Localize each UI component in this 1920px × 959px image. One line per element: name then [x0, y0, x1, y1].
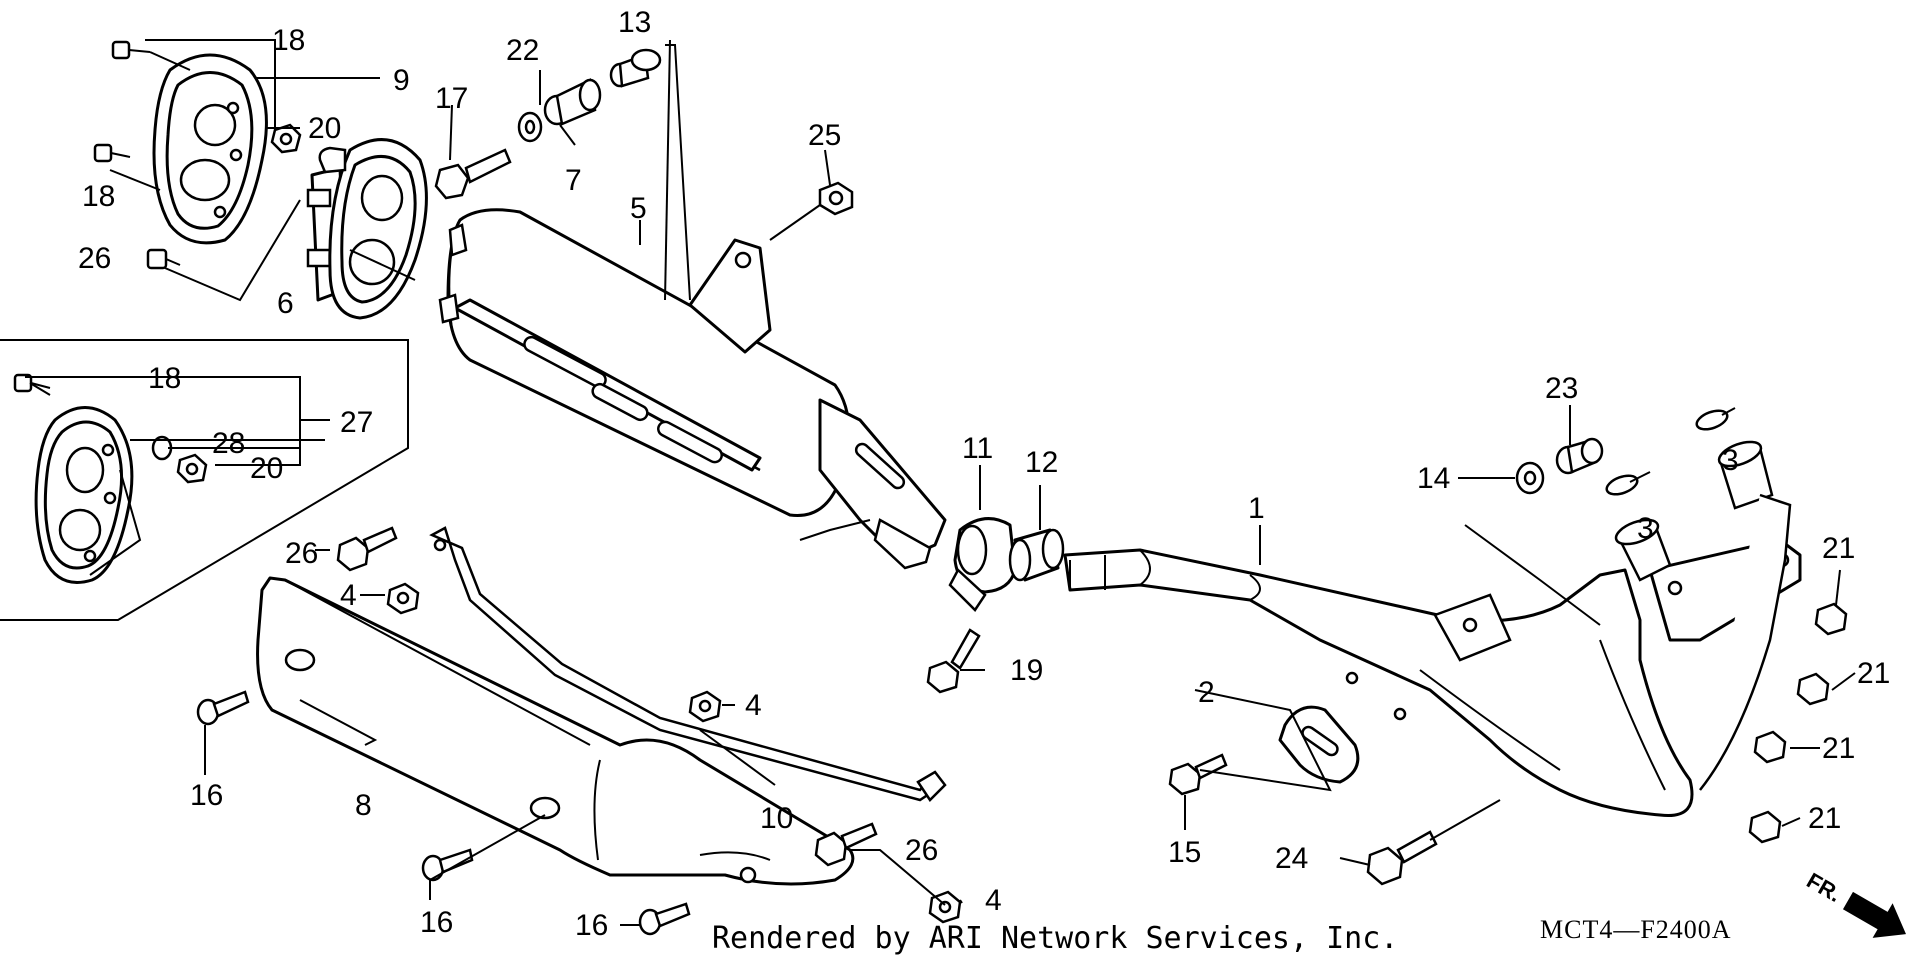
bolt-part-26-a [146, 248, 181, 270]
optional-end-cover-inset [0, 339, 409, 621]
callout-4: 4 [340, 579, 357, 612]
callout-22: 22 [506, 34, 539, 67]
bolt-part-19 [926, 628, 981, 694]
muffler-end-cap-part-6 [306, 138, 428, 320]
bolt-part-16-c [638, 902, 691, 936]
gasket-part-3-b [1605, 474, 1639, 496]
callout-20: 20 [308, 112, 341, 145]
callout-17: 17 [435, 82, 468, 115]
callout-14: 14 [1417, 462, 1450, 495]
callout-20: 20 [250, 452, 283, 485]
callout-12: 12 [1025, 446, 1058, 479]
nut-part-21-c [1753, 730, 1787, 764]
callout-15: 15 [1168, 836, 1201, 869]
joint-plate-part-2 [1278, 671, 1407, 784]
nut-part-21-a [1814, 602, 1848, 636]
bolt-part-18-c [13, 373, 51, 393]
callout-26: 26 [905, 834, 938, 867]
callout-26: 26 [78, 242, 111, 275]
rendered-by-credit: Rendered by ARI Network Services, Inc. [712, 921, 1398, 956]
nut-part-21-d [1748, 810, 1782, 844]
callout-1: 1 [1248, 492, 1265, 525]
gasket-part-12 [1008, 528, 1065, 582]
callout-21: 21 [1822, 732, 1855, 765]
front-direction-label: FR. [1803, 868, 1846, 907]
callout-6: 6 [277, 287, 294, 320]
bolt-part-24 [1366, 830, 1438, 886]
callout-23: 23 [1545, 372, 1578, 405]
callout-25: 25 [808, 119, 841, 152]
muffler-end-cover-part-9 [152, 53, 268, 245]
nut-part-25 [818, 181, 854, 216]
bolt-part-26-c [814, 822, 878, 867]
bolt-part-16-b [421, 848, 474, 882]
callout-21: 21 [1822, 532, 1855, 565]
callout-19: 19 [1010, 654, 1043, 687]
collar-part-13 [609, 48, 662, 88]
callout-2: 2 [1198, 676, 1215, 709]
collar-part-23 [1555, 437, 1604, 475]
callout-7: 7 [565, 164, 582, 197]
callout-8: 8 [355, 789, 372, 822]
callout-28: 28 [212, 427, 245, 460]
nut-part-20-a [270, 123, 302, 154]
nut-part-4-b [688, 690, 722, 723]
callout-3: 3 [1722, 444, 1739, 477]
gasket-part-3-a [1695, 409, 1729, 431]
bolt-part-15 [1168, 753, 1228, 796]
nut-part-20-b [176, 453, 208, 484]
callout-16: 16 [190, 779, 223, 812]
muffler-part-5 [438, 208, 947, 570]
nut-part-4-a [386, 582, 420, 615]
clamp-part-11 [948, 517, 1017, 612]
front-direction-arrow-icon: FR. [1803, 868, 1906, 938]
callout-24: 24 [1275, 842, 1308, 875]
callout-4: 4 [985, 884, 1002, 917]
heat-shield-part-8 [256, 576, 855, 886]
callout-16: 16 [420, 906, 453, 939]
grommet-part-14 [1515, 461, 1545, 495]
callout-18: 18 [82, 180, 115, 213]
callout-18: 18 [272, 24, 305, 57]
exhaust-pipe-part-1 [1063, 440, 1802, 818]
bolt-part-16-a [196, 690, 250, 726]
callout-21: 21 [1857, 657, 1890, 690]
callout-27: 27 [340, 406, 373, 439]
callout-21: 21 [1808, 802, 1841, 835]
bolt-part-18-a [111, 40, 151, 60]
callout-16: 16 [575, 909, 608, 942]
callout-10: 10 [760, 802, 793, 835]
bolt-part-26-b [336, 526, 398, 572]
callout-3: 3 [1637, 512, 1654, 545]
callout-4: 4 [745, 689, 762, 722]
washer-part-22 [517, 111, 543, 143]
bolt-part-18-b [93, 143, 131, 163]
heat-shield-stay-part-10 [429, 526, 947, 802]
callout-9: 9 [393, 64, 410, 97]
callout-18: 18 [148, 362, 181, 395]
callout-5: 5 [630, 192, 647, 225]
nut-part-21-b [1796, 672, 1830, 706]
callout-26: 26 [285, 537, 318, 570]
callout-13: 13 [618, 6, 651, 39]
leader-lines [25, 39, 1856, 926]
bolt-part-17 [434, 148, 512, 200]
callout-11: 11 [962, 432, 993, 465]
grommet-part-7 [543, 78, 602, 126]
diagram-code: MCT4—F2400A [1540, 915, 1732, 944]
callout-labels: 18 9 20 18 26 6 22 13 17 7 25 5 18 27 28… [78, 6, 1890, 942]
